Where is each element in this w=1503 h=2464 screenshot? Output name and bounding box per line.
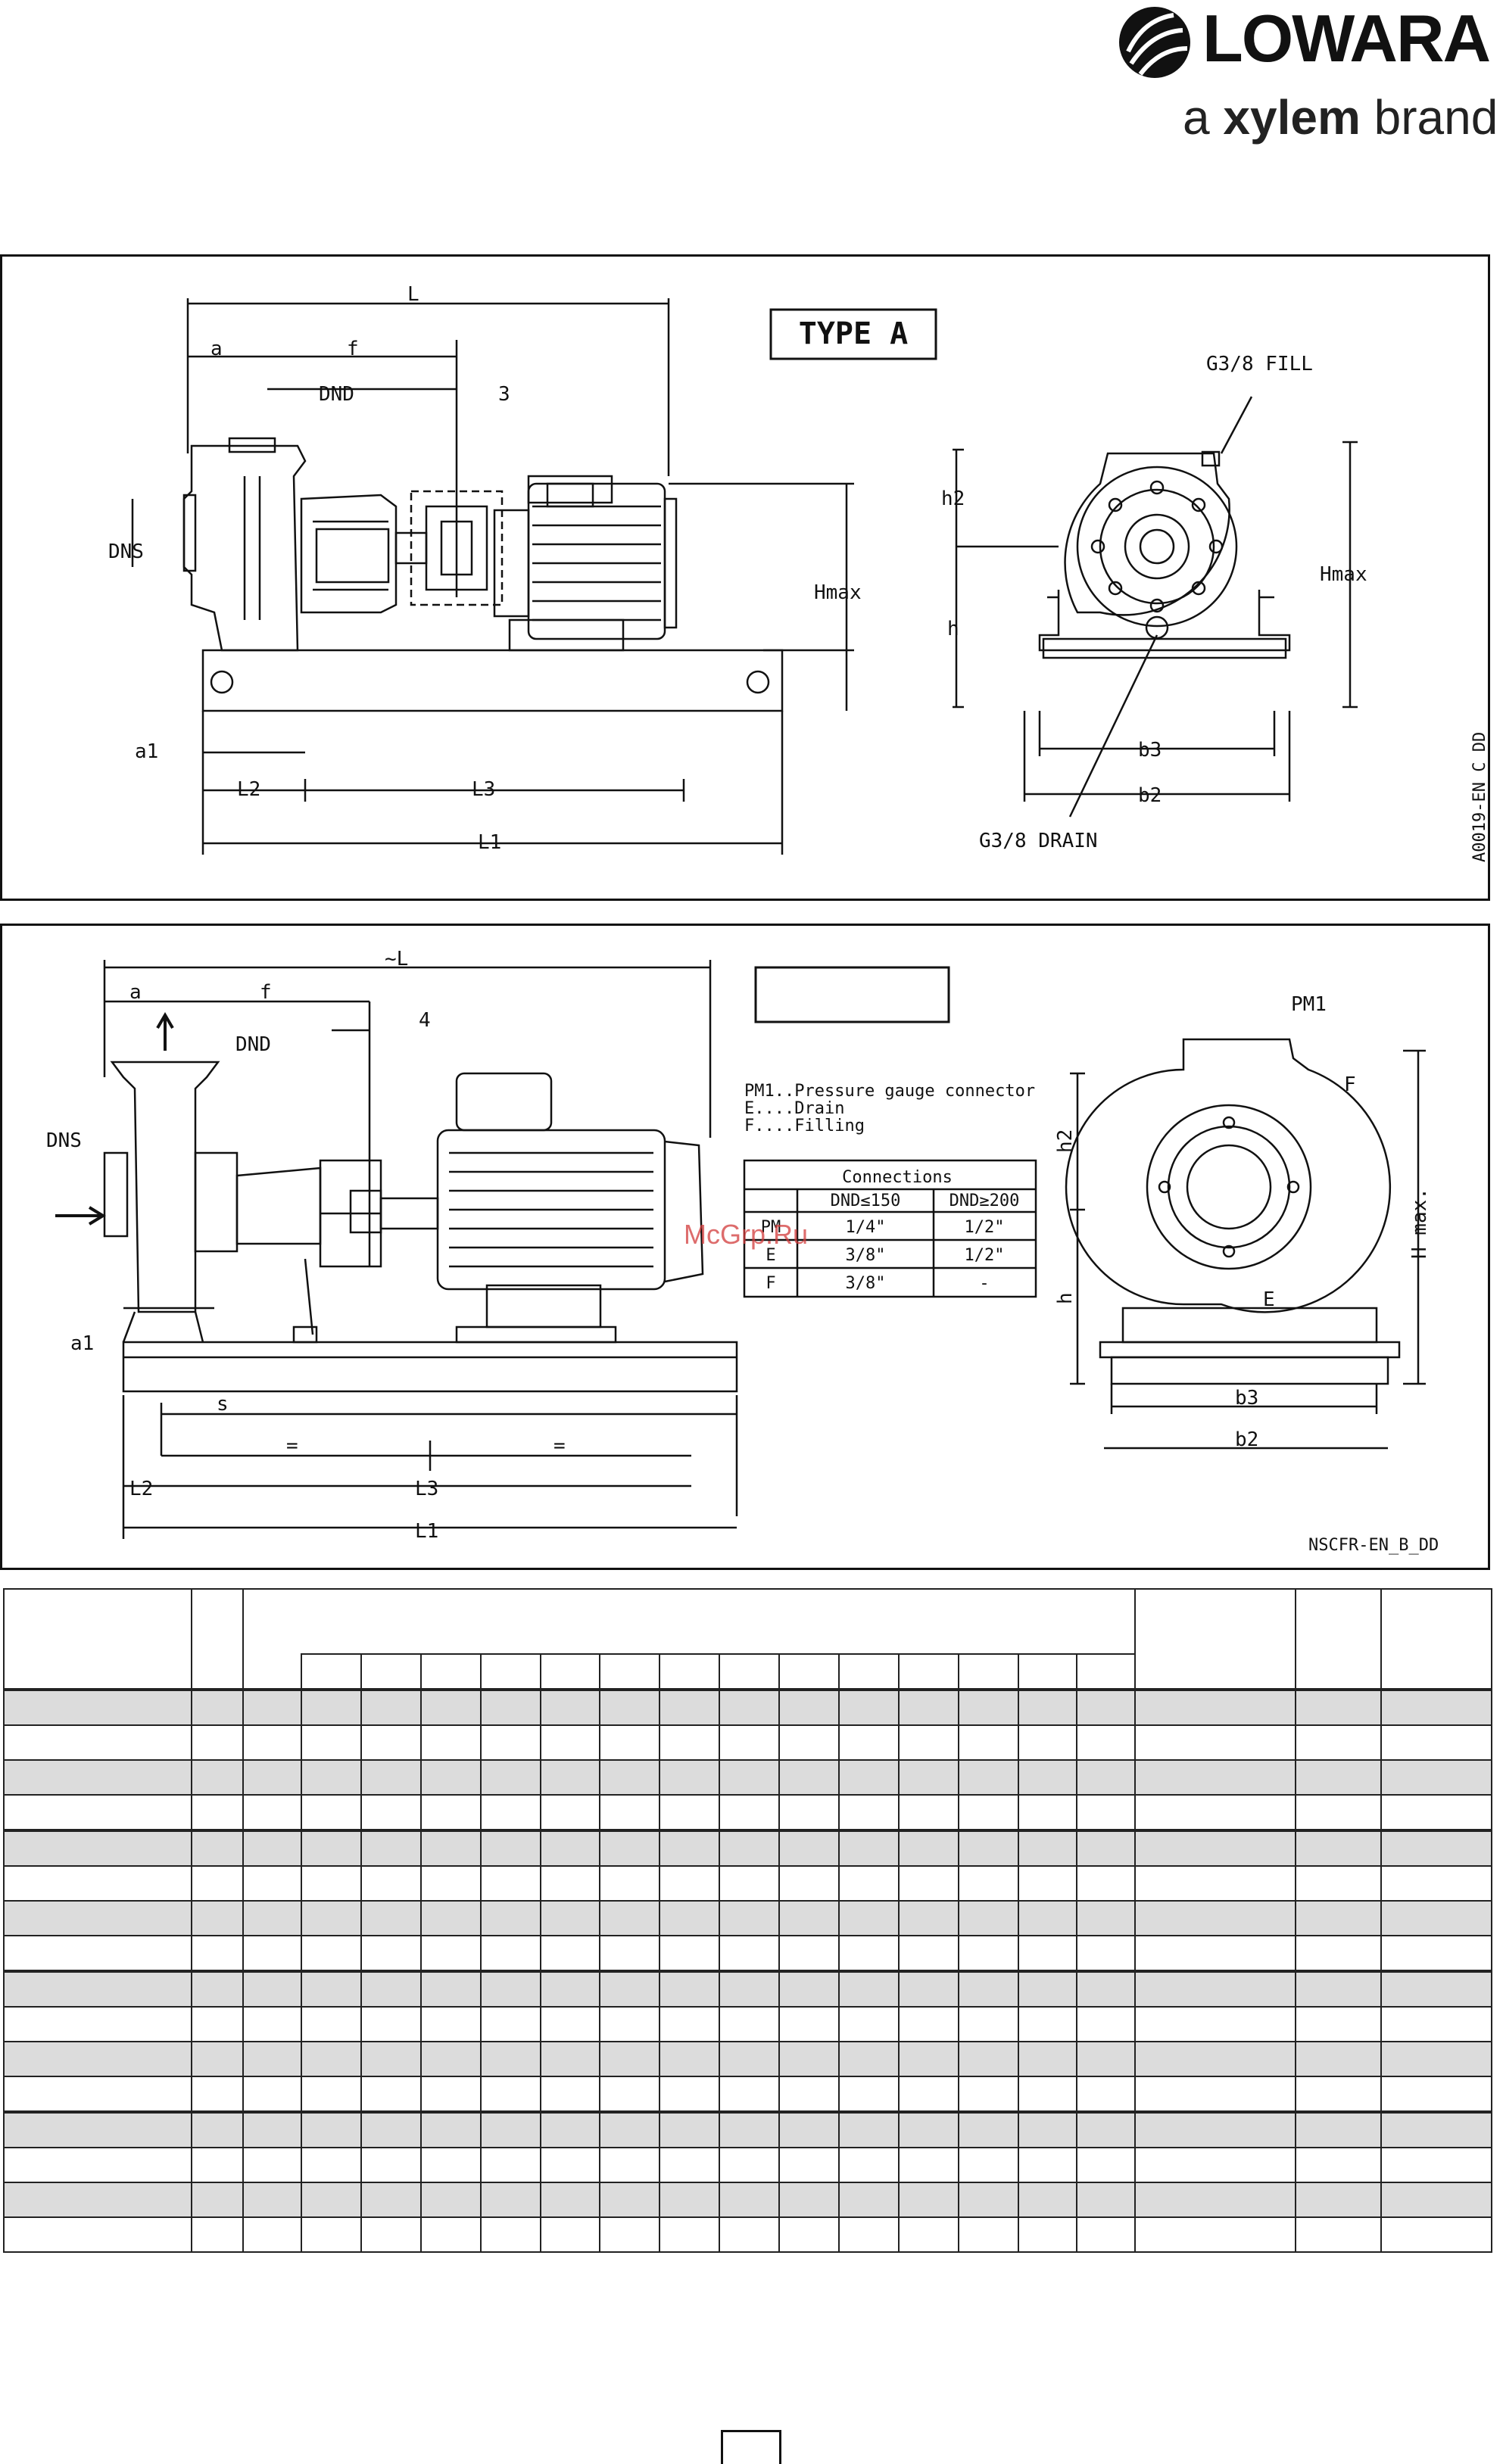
dim-3: 3 [498, 383, 510, 406]
dim-l1-b: L1 [415, 1520, 438, 1543]
table-row [2, 2147, 1493, 2183]
conn-row-pm-v2: 1/2" [965, 1218, 1005, 1237]
table-row [2, 1900, 1493, 1936]
drawing-type-a: TYPE A L a f DND 3 DNS Hmax a1 L2 L3 L1 … [0, 254, 1490, 901]
dim-h2-b: h2 [1054, 1129, 1077, 1153]
table-row [2, 2216, 1493, 2253]
dim-h-b: h [1054, 1292, 1077, 1304]
dim-hmax-b: H max. [1408, 1188, 1431, 1259]
connections-title: Connections [842, 1168, 953, 1187]
conn-row-f-v1: 3/8" [846, 1274, 886, 1293]
table-row [2, 1759, 1493, 1796]
drawing-type-b: ~L a f 4 DND DNS a1 s = = L2 L3 L1 PM1 F… [0, 924, 1490, 1570]
dim-L-b: ~L [385, 948, 408, 970]
dim-a-b: a [129, 981, 142, 1004]
conn-row-f: F [766, 1274, 775, 1293]
drain-label: G3/8 DRAIN [979, 830, 1098, 852]
dim-h: h [947, 618, 959, 640]
table-row [2, 2182, 1493, 2218]
legend-filling: F....Filling [744, 1117, 865, 1135]
type-a-drawing: TYPE A L a f DND 3 DNS Hmax a1 L2 L3 L1 … [108, 283, 1489, 862]
conn-row-f-v2: - [979, 1274, 989, 1293]
table-row [2, 1865, 1493, 1902]
dim-dnd: DND [319, 383, 354, 406]
watermark: McGrp.Ru [684, 1219, 808, 1250]
conn-row-e-v1: 3/8" [846, 1246, 886, 1265]
dim-eq-1: = [286, 1434, 298, 1457]
conn-row-e: E [766, 1246, 775, 1265]
fill-F-label: F [1344, 1073, 1356, 1096]
inlet-arrow-icon [55, 1206, 106, 1226]
drain-E-label: E [1263, 1288, 1275, 1311]
dim-L: L [407, 283, 419, 306]
conn-row-e-v2: 1/2" [965, 1246, 1005, 1265]
dim-b3: b3 [1138, 739, 1162, 762]
dim-l3: L3 [472, 778, 495, 801]
outlet-arrow-icon [156, 1012, 174, 1051]
dim-f-b: f [260, 981, 272, 1004]
pm1-label: PM1 [1291, 993, 1327, 1016]
type-a-label: TYPE A [799, 316, 909, 351]
drawing-b-code: NSCFR-EN_B_DD [1308, 1536, 1439, 1555]
brand-logo: LOWARA a xylem brand [1113, 1, 1503, 148]
table-row [2, 1724, 1493, 1761]
table-row [2, 2110, 1493, 2148]
table-row [2, 2041, 1493, 2077]
table-header-row-1 [2, 1588, 1493, 1690]
dim-dns: DNS [108, 540, 144, 563]
dim-eq-2: = [553, 1434, 566, 1457]
dim-a: a [210, 338, 223, 360]
dim-s-b: s [217, 1393, 229, 1416]
brand-tagline: a xylem brand [1183, 90, 1498, 145]
dim-hmax-side: Hmax [1320, 563, 1367, 586]
dim-dnd-b: DND [235, 1033, 271, 1056]
dim-a1-b: a1 [70, 1332, 94, 1355]
dim-l1: L1 [478, 831, 501, 854]
conn-row-pm: PM [761, 1218, 781, 1237]
dim-dns-b: DNS [46, 1129, 82, 1152]
drop-logo-icon [1119, 7, 1190, 78]
dim-b3-b: b3 [1235, 1387, 1258, 1410]
conn-row-pm-v1: 1/4" [846, 1218, 886, 1237]
fill-label: G3/8 FILL [1206, 353, 1313, 375]
dimensions-table [2, 1588, 1493, 2253]
table-row [2, 2006, 1493, 2042]
connections-col1: DND≤150 [831, 1192, 901, 1210]
table-row [2, 1688, 1493, 1726]
table-header-row-2 [4, 1653, 1492, 1690]
drawing-a-code: A0019-EN_C_DD [1470, 732, 1488, 862]
table-row [2, 1829, 1493, 1867]
table-row [2, 1935, 1493, 1972]
dim-hmax: Hmax [814, 581, 862, 604]
connections-col2: DND≥200 [950, 1192, 1020, 1210]
legend-pm1: PM1..Pressure gauge connector [744, 1082, 1035, 1101]
dim-l2: L2 [237, 778, 260, 801]
dim-b2: b2 [1138, 784, 1162, 807]
dim-f: f [347, 338, 359, 360]
dim-b2-b: b2 [1235, 1428, 1258, 1451]
table-row [2, 1970, 1493, 2008]
brand-name: LOWARA [1202, 1, 1491, 76]
dim-l3-b: L3 [415, 1478, 438, 1500]
type-b-drawing: ~L a f 4 DND DNS a1 s = = L2 L3 L1 PM1 F… [46, 948, 1439, 1555]
legend-drain: E....Drain [744, 1099, 844, 1118]
table-row [2, 1794, 1493, 1831]
dim-4-b: 4 [419, 1009, 431, 1032]
dim-h2: h2 [941, 488, 965, 510]
page-number-box [721, 2430, 781, 2464]
table-row [2, 2076, 1493, 2113]
dim-l2-b: L2 [129, 1478, 153, 1500]
dim-a1: a1 [135, 740, 158, 763]
